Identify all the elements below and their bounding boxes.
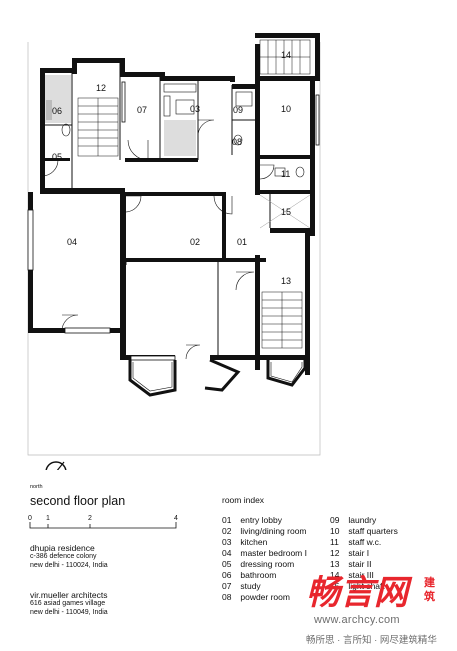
website-text: www.archcy.com <box>314 614 400 626</box>
room-index-num: 12 <box>330 548 340 558</box>
room-index-name: master bedroom I <box>238 548 307 558</box>
room-index-name: study <box>238 581 261 591</box>
slogan-text: 畅所思 · 言所知 · 网尽建筑精华 <box>306 635 437 646</box>
room-index-row: 11 staff w.c. <box>330 537 381 547</box>
architect-address-2: new delhi - 110049, India <box>30 608 108 616</box>
room-index-name: living/dining room <box>238 526 307 536</box>
room-label-04: 04 <box>67 237 77 247</box>
room-index-num: 05 <box>222 559 232 569</box>
room-label-14: 14 <box>281 50 291 60</box>
room-index-row: 10 staff quarters <box>330 526 398 536</box>
scale-tick-4: 4 <box>174 515 178 522</box>
room-index-row: 07 study <box>222 581 261 591</box>
windows <box>27 81 320 361</box>
room-index-name: dressing room <box>238 559 295 569</box>
room-label-02: 02 <box>190 237 200 247</box>
room-index-row: 09 laundry <box>330 515 376 525</box>
room-label-08: 08 <box>232 137 242 147</box>
room-index-name: stair III <box>346 570 374 580</box>
room-label-01: 01 <box>237 237 247 247</box>
north-label: north <box>30 484 43 490</box>
archcy-logo: 畅言网 建 筑 <box>306 573 436 613</box>
room-index-num: 07 <box>222 581 232 591</box>
room-label-03: 03 <box>190 104 200 114</box>
room-index-name: bathroom <box>238 570 277 580</box>
room-index-num: 11 <box>330 537 339 547</box>
room-label-07: 07 <box>137 105 147 115</box>
room-index-name: kitchen <box>238 537 268 547</box>
room-index-name: staff quarters <box>346 526 398 536</box>
architect-name: vir.mueller architects <box>30 590 108 600</box>
project-address-1: c-386 defence colony <box>30 553 97 560</box>
project-name: dhupia residence <box>30 543 95 553</box>
room-index-row: 03 kitchen <box>222 537 267 547</box>
room-index-row: 02 living/dining room <box>222 526 307 536</box>
partitions <box>45 60 271 355</box>
scale-tick-1: 1 <box>46 515 50 522</box>
room-index-num: 14 <box>330 570 340 580</box>
architect-credit: vir.mueller architects 616 asiad games v… <box>30 590 108 617</box>
room-index-row: 08 powder room <box>222 592 290 602</box>
room-index-row: 01 entry lobby <box>222 515 282 525</box>
room-label-11: 11 <box>281 169 290 179</box>
room-index-name: laundry <box>346 515 377 525</box>
room-index-num: 08 <box>222 592 232 602</box>
room-index-row: 15 light shaft <box>330 581 385 591</box>
stairs <box>77 39 311 349</box>
room-label-13: 13 <box>281 276 291 286</box>
room-index-row: 13 stair II <box>330 559 372 569</box>
scale-bar: 0 1 2 4 <box>28 515 178 529</box>
logo-side-1: 建 <box>424 575 436 589</box>
room-index-num: 02 <box>222 526 232 536</box>
room-index-name: staff w.c. <box>346 537 382 547</box>
plan-title: second floor plan <box>30 494 126 508</box>
logo-text: 畅言网 <box>306 573 413 613</box>
room-index-name: stair I <box>346 548 370 558</box>
room-index-row: 14 stair III <box>330 570 374 580</box>
room-index-num: 10 <box>330 526 340 536</box>
room-label-06: 06 <box>52 106 62 116</box>
project-credit: dhupia residence c-386 defence colony ne… <box>30 543 108 570</box>
room-index-num: 06 <box>222 570 232 580</box>
north-arrow-icon <box>45 461 67 470</box>
bay-windows <box>128 358 307 397</box>
room-index-name: powder room <box>238 592 290 602</box>
room-label-09: 09 <box>233 105 243 115</box>
room-label-10: 10 <box>281 104 291 114</box>
room-index-num: 01 <box>222 515 232 525</box>
room-index-num: 03 <box>222 537 232 547</box>
room-index-num: 09 <box>330 515 340 525</box>
scale-tick-0: 0 <box>28 515 32 522</box>
room-label-15: 15 <box>281 207 291 217</box>
room-index-row: 12 stair I <box>330 548 369 558</box>
room-index-row: 06 bathroom <box>222 570 276 580</box>
architect-address-1: 616 asiad games village <box>30 600 106 607</box>
scale-tick-2: 2 <box>88 515 92 522</box>
room-index-row: 05 dressing room <box>222 559 294 569</box>
room-labels: 01 02 03 04 05 06 07 08 09 10 11 12 13 1… <box>52 50 291 286</box>
doors <box>41 119 275 360</box>
room-label-12: 12 <box>96 83 106 93</box>
room-index-name: entry lobby <box>238 515 282 525</box>
room-index-num: 13 <box>330 559 340 569</box>
room-index-num: 04 <box>222 548 232 558</box>
room-index-title: room index <box>222 495 265 505</box>
floor-plan: 01 02 03 04 05 06 07 08 09 10 11 12 13 1… <box>27 33 321 470</box>
room-index-row: 04 master bedroom I <box>222 548 307 558</box>
project-address-2: new delhi - 110024, India <box>30 561 108 569</box>
logo-side-2: 筑 <box>424 589 435 603</box>
light-shaft-cross <box>259 194 311 229</box>
room-index-name: light shaft <box>346 581 385 591</box>
room-index-name: stair II <box>346 559 372 569</box>
room-label-05: 05 <box>52 152 62 162</box>
room-index-num: 15 <box>330 581 340 591</box>
